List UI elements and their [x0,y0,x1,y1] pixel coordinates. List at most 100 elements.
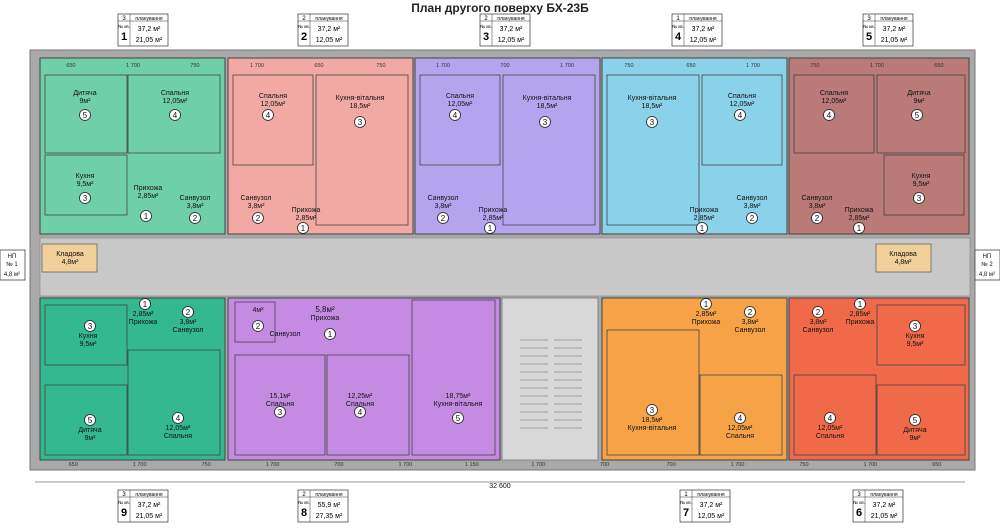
apt8-small-marker [252,320,264,332]
dim-bottom-6: 1 150 [465,462,479,468]
apt-info-7-layout: 1 [684,492,688,498]
plan-title: План другого поверху БХ-23Б [411,1,589,15]
apt5-bath-number: 2 [815,214,820,223]
storage-right-label-1: 4,8м² [895,259,913,266]
apt6-kitchen [876,304,966,366]
apt3-hall-marker [484,222,496,234]
apt1-kitchen-label-1: 9,5м² [77,181,95,188]
dim-bottom-4: 700 [334,462,343,468]
apt7-kl-number: 3 [650,406,655,415]
dim-top-13: 1 700 [870,63,884,69]
apt2-kl-marker [354,116,366,128]
storage-left [41,243,98,273]
apt5-kids-label-0: Дитяча [907,90,930,97]
apt-info-2-area1: 37,2 м² [318,26,341,33]
apt5-kids-marker [911,109,923,121]
apt2-bed-label-1: 12,05м² [261,101,286,108]
apt2-kl-label-1: 18,5м² [350,103,371,110]
apt-info-4-area1: 37,2 м² [692,26,715,33]
apt1-bath-number: 2 [193,214,198,223]
apt-info-8-area1: 55,9 м² [318,502,341,509]
apt-info-2-area2: 12,05 м² [316,37,343,44]
apt-info-7-area2: 12,05 м² [698,513,725,520]
apt-info-6-area2: 21,05 м² [871,513,898,520]
apt9-bath-number: 2 [186,308,191,317]
apt3-bath-label-1: 3,8м² [435,203,453,210]
apt-info-2-number: 2 [301,31,307,43]
apt-info-8-no-label: № кв. [298,500,310,505]
apt8-kl-label-0: 18,75м² [446,393,471,400]
apt6-hall-label-1: Прихожа [846,319,875,326]
apt1-bed-label-1: 12,05м² [163,98,188,105]
apt-info-6-number: 6 [856,507,862,519]
apt-info-3-number: 3 [483,31,489,43]
apt4-kl-label-0: Кухня-вітальня [628,94,677,102]
storage-left-label-0: Кладова [56,251,84,258]
apt7-bath-label-0: 3,8м² [742,319,760,326]
apt6-kitchen-label-0: Кухня [906,333,925,340]
apt2-kl-label-0: Кухня-вітальня [336,94,385,102]
apt8-bedroom-2 [326,354,410,456]
apt6-bed-label-0: 12,05м² [818,425,843,432]
apt6-bed-label-1: Спальня [816,433,844,440]
apt3-bed-label-0: Спальня [446,93,474,100]
apt8-kitchen-living [411,299,496,456]
apt1-kids-marker [79,109,91,121]
apt-info-7-frame [679,489,731,523]
apt-info-6-layout: 3 [857,492,861,498]
apt-info-6-area1: 37,2 м² [873,502,896,509]
dim-top-5: 750 [376,63,385,69]
apt1-kids-number: 5 [83,111,88,120]
apt3-bedroom [419,74,501,166]
apt-info-4-layout: 1 [676,16,680,22]
apt-info-4-frame [671,13,723,47]
apt3-hall-label-1: 2,85м² [483,215,504,222]
apt-info-6-frame [852,489,904,523]
apt1-hall-marker [140,210,152,222]
apt5-hall-label-1: 2,85м² [849,215,870,222]
apt7-bed-label-1: Спальня [726,433,754,440]
apt6-bed-number: 4 [828,414,833,423]
apt9-bath-label-1: Санвузол [173,327,204,334]
apt9-kids-number: 5 [88,416,93,425]
dim-top-8: 1 700 [560,63,574,69]
apt-info-1-number: 1 [121,31,127,43]
apt4-bath-label-0: Санвузол [737,195,768,202]
apt-info-8-layout: 2 [302,492,306,498]
apt5-hall-number: 1 [857,224,862,233]
apt8-bed2-label-1: Спальня [346,401,374,408]
apt-info-7-no-label: № кв. [680,500,692,505]
apt9-kitchen-label-0: Кухня [79,333,98,340]
apt3-bath-number: 2 [441,214,446,223]
apt1-bath-marker [189,212,201,224]
dim-top-11: 1 700 [746,63,760,69]
apt1-hall-number: 1 [144,212,149,221]
dim-top-6: 1 700 [436,63,450,69]
apt5-bed-number: 4 [827,111,832,120]
apt7-bath-label-1: Санвузол [735,327,766,334]
apt8-bath-label: Санвузол [270,331,301,338]
apt-info-8-layout-label: планування [315,492,343,498]
apt-info-4-area2: 12,05 м² [690,37,717,44]
apt1-kitchen-label-0: Кухня [76,173,95,180]
apt6-bed-marker [824,412,836,424]
apt-info-2-frame [297,13,349,47]
dim-top-9: 750 [624,63,633,69]
apt1-bath-label-0: Санвузол [180,195,211,202]
apt9-kids-marker [84,414,96,426]
apt9-hall-label-0: 2,85м² [133,311,154,318]
apt6-kids-number: 5 [913,416,918,425]
apt5-kitchen-number: 3 [917,194,922,203]
apt8-small-number: 2 [256,322,261,331]
dim-top-14: 650 [934,63,943,69]
apt1-bed-label-0: Спальня [161,90,189,97]
apt-info-9-no-label: № кв. [118,500,130,505]
apt-info-1-frame [117,13,169,47]
apt9-bath-marker [182,306,194,318]
apt2-kitchen-living [315,74,409,226]
dim-bottom-8: 700 [600,462,609,468]
apt3-kl-label-1: 18,5м² [537,103,558,110]
